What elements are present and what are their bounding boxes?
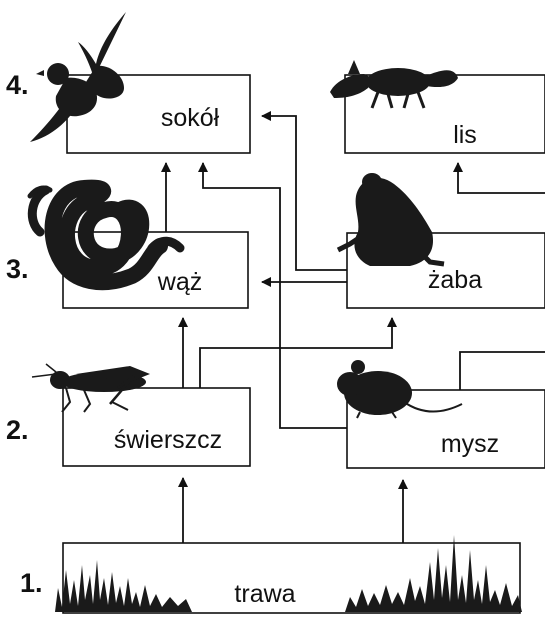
level-4-label: 4.: [6, 70, 29, 101]
arrow-zaba-lis: [458, 163, 545, 193]
mouse-icon: [337, 360, 462, 418]
label-trawa: trawa: [205, 580, 325, 609]
label-lis: lis: [435, 121, 495, 150]
arrow-mysz-lis: [460, 352, 545, 390]
cricket-icon: [32, 364, 150, 412]
label-waz: wąż: [140, 268, 220, 297]
label-mysz: mysz: [420, 430, 520, 459]
arrow-zaba-sokol: [262, 116, 347, 270]
arrows: [166, 116, 545, 543]
falcon-icon: [30, 12, 126, 142]
label-swierszcz: świerszcz: [93, 426, 243, 455]
label-sokol: sokół: [140, 104, 240, 133]
frog-icon: [338, 173, 444, 266]
label-zaba: żaba: [405, 266, 505, 295]
fox-icon: [330, 60, 458, 108]
level-1-label: 1.: [20, 568, 43, 599]
level-2-label: 2.: [6, 415, 29, 446]
level-3-label: 3.: [6, 254, 29, 285]
